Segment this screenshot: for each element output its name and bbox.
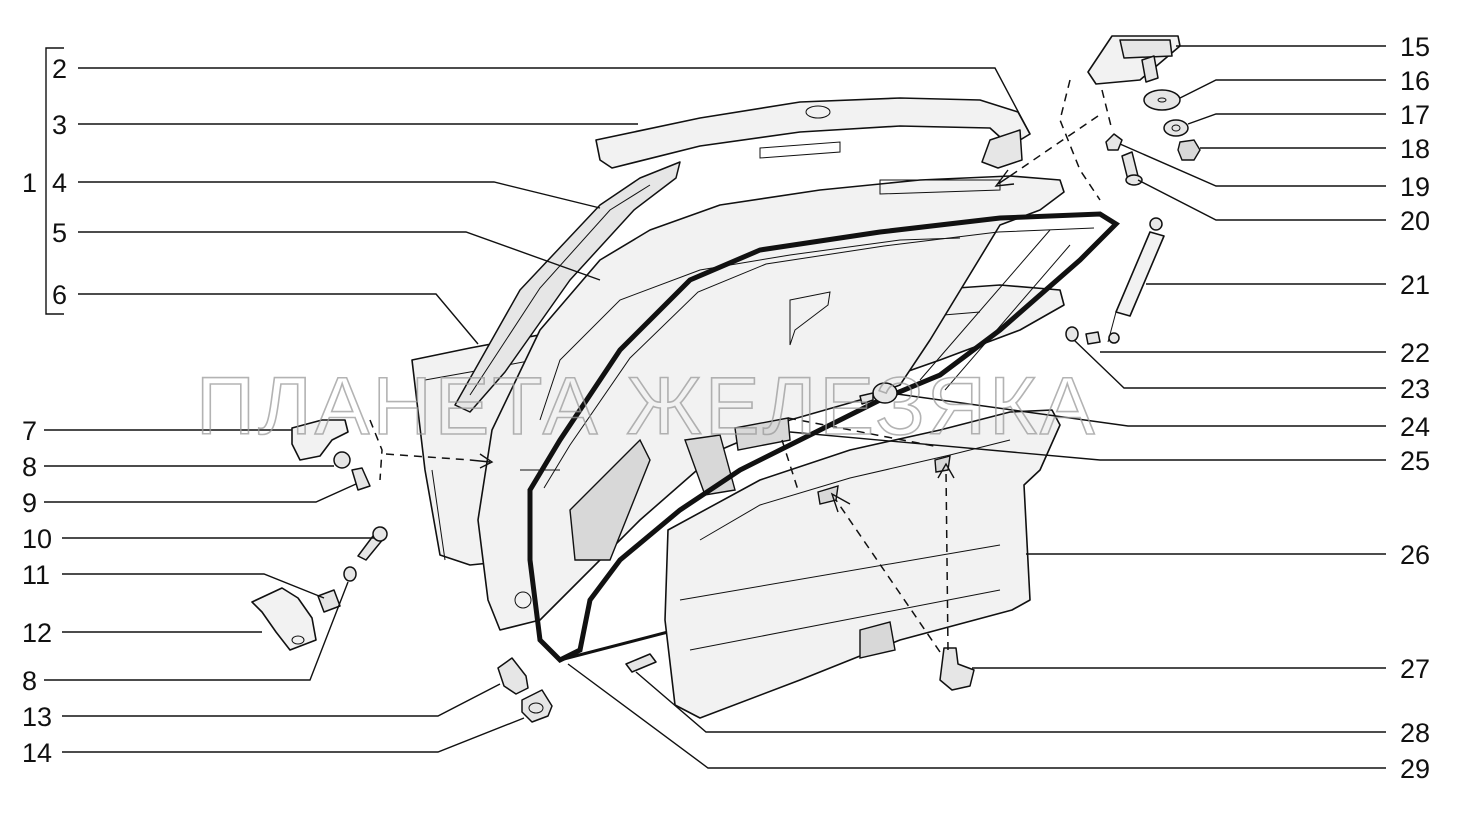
label-7: 7 bbox=[22, 416, 37, 446]
label-16: 16 bbox=[1400, 66, 1430, 96]
hinge-nut bbox=[1177, 139, 1201, 161]
spacer-11 bbox=[317, 589, 341, 613]
rubber-stop-13 bbox=[497, 657, 529, 695]
callout-labels: 1 2 3 4 5 6 7 8 9 10 11 12 8 13 14 15 16… bbox=[22, 32, 1430, 784]
top-spoiler-right-bracket bbox=[981, 129, 1023, 169]
label-17: 17 bbox=[1400, 100, 1430, 130]
label-22: 22 bbox=[1400, 338, 1430, 368]
left-upright-reinforcement bbox=[454, 161, 681, 413]
trim-clip bbox=[859, 382, 898, 405]
gas-strut bbox=[1115, 231, 1165, 317]
rubber-bushing-14 bbox=[521, 689, 553, 723]
label-24: 24 bbox=[1400, 412, 1430, 442]
label-4: 4 bbox=[52, 168, 67, 198]
label-28: 28 bbox=[1400, 718, 1430, 748]
label-20: 20 bbox=[1400, 206, 1430, 236]
label-14: 14 bbox=[22, 738, 52, 768]
plug-27 bbox=[939, 647, 975, 691]
part-drawings bbox=[251, 35, 1201, 723]
label-9: 9 bbox=[22, 488, 37, 518]
label-18: 18 bbox=[1400, 134, 1430, 164]
label-15: 15 bbox=[1400, 32, 1430, 62]
label-19: 19 bbox=[1400, 172, 1430, 202]
label-12: 12 bbox=[22, 618, 52, 648]
label-11: 11 bbox=[22, 560, 50, 590]
pin-28 bbox=[625, 653, 657, 673]
handle-pad bbox=[734, 417, 791, 451]
stud-washer bbox=[1065, 326, 1079, 342]
label-26: 26 bbox=[1400, 540, 1430, 570]
top-spoiler bbox=[595, 97, 1031, 169]
hinge-bolt bbox=[1141, 55, 1159, 83]
label-13: 13 bbox=[22, 702, 52, 732]
label-6: 6 bbox=[52, 280, 67, 310]
label-27: 27 bbox=[1400, 654, 1430, 684]
label-21: 21 bbox=[1400, 270, 1430, 300]
label-2: 2 bbox=[52, 54, 67, 84]
hinge-washer-small bbox=[1163, 119, 1189, 137]
washer-8 bbox=[333, 451, 351, 469]
hinge-lockwasher bbox=[1105, 133, 1123, 151]
label-23: 23 bbox=[1400, 374, 1430, 404]
bump-stop-bracket-12 bbox=[251, 587, 317, 651]
leader-lines bbox=[44, 45, 1386, 769]
ball-stud bbox=[1085, 331, 1101, 345]
label-8-lower: 8 bbox=[22, 666, 37, 696]
label-5: 5 bbox=[52, 218, 67, 248]
screw-9 bbox=[351, 467, 371, 491]
watermark: ПЛАНЕТА ЖЕЛЕЗЯКА bbox=[196, 361, 1098, 452]
washer-8-lower bbox=[343, 566, 357, 582]
inner-trim-panel bbox=[664, 409, 1061, 719]
label-10: 10 bbox=[22, 524, 52, 554]
label-8: 8 bbox=[22, 452, 37, 482]
window-seal bbox=[527, 211, 1120, 664]
bump-stop-bracket bbox=[291, 419, 349, 461]
hinge-washer-large bbox=[1143, 89, 1181, 111]
label-29: 29 bbox=[1400, 754, 1430, 784]
label-3: 3 bbox=[52, 110, 67, 140]
label-25: 25 bbox=[1400, 446, 1430, 476]
label-1: 1 bbox=[22, 168, 37, 198]
